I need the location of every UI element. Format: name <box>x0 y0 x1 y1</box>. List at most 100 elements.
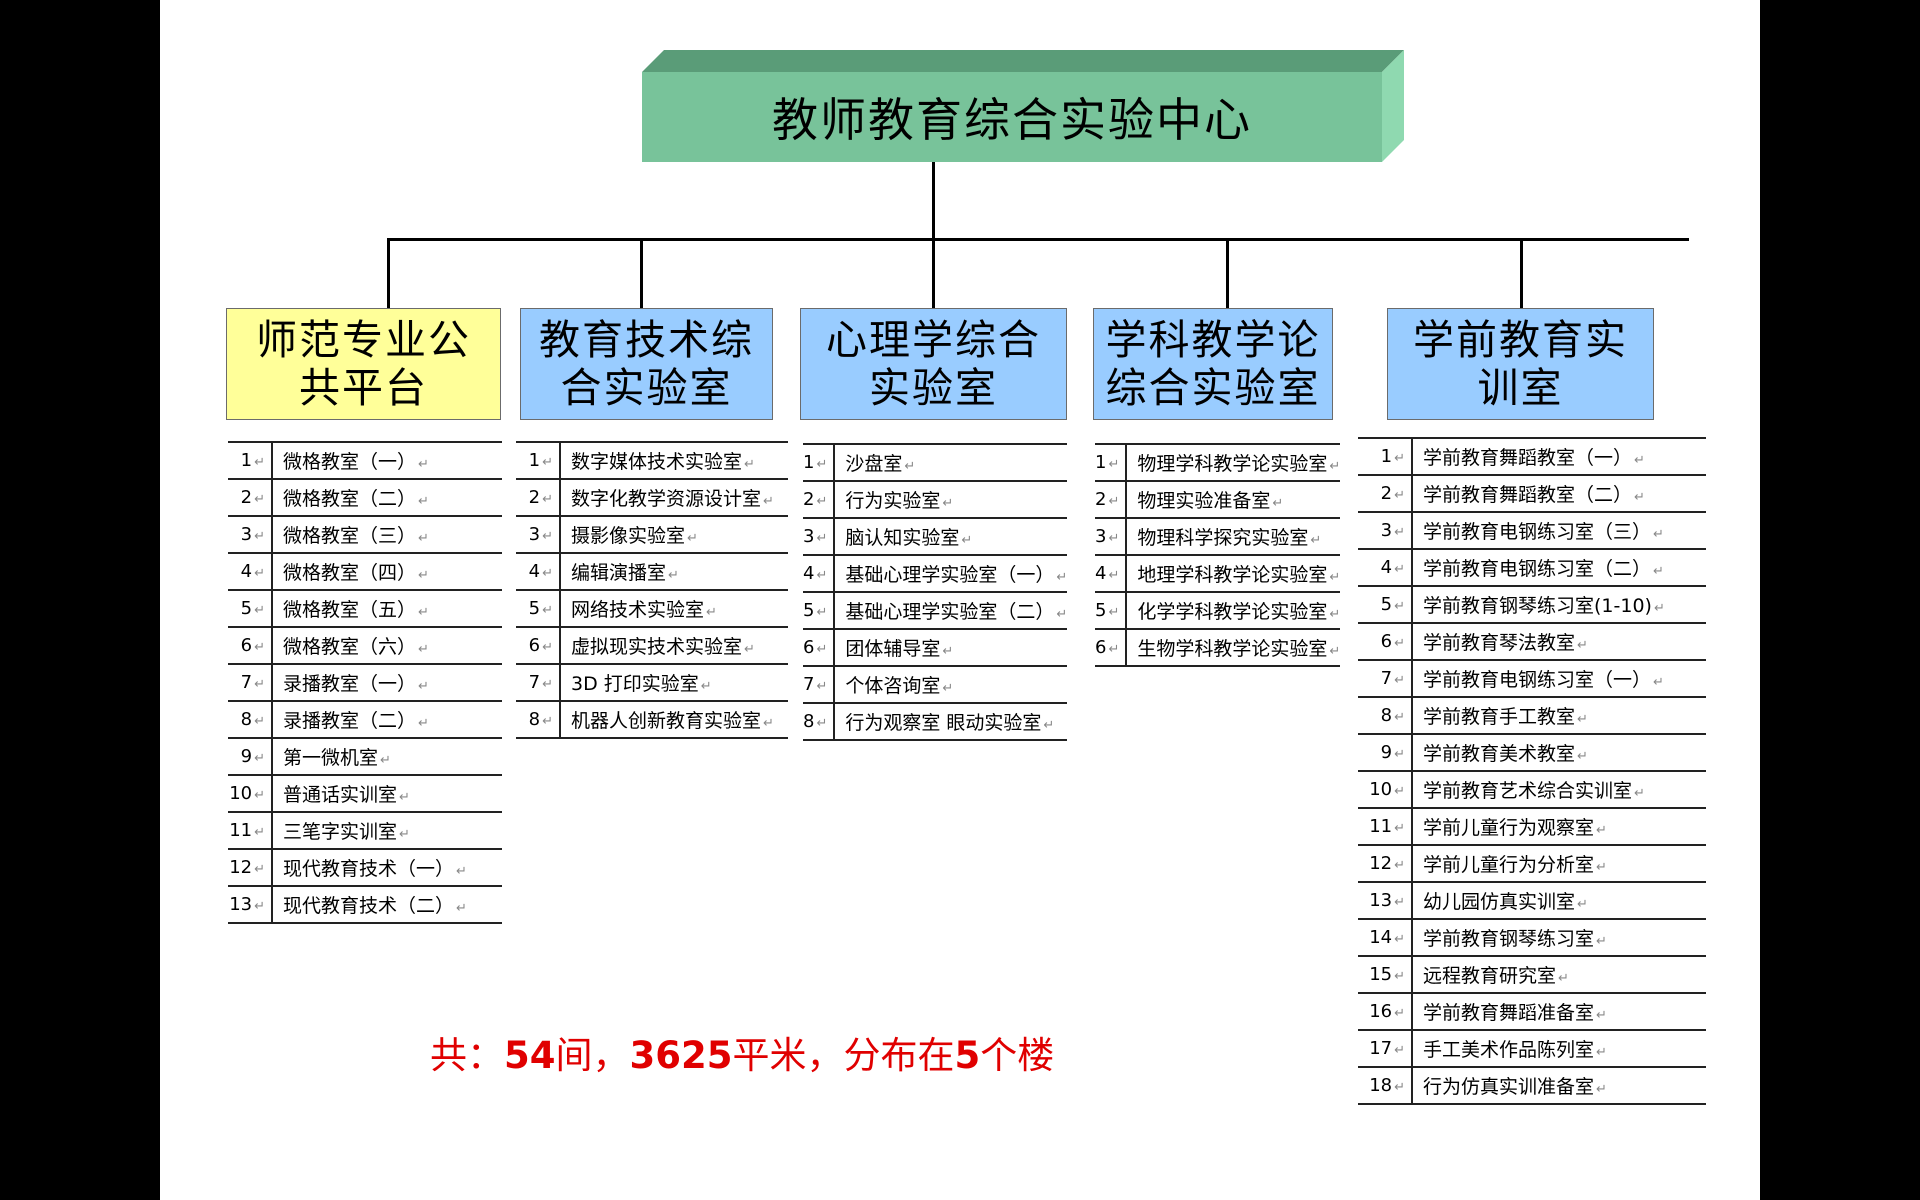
return-mark-icon: ↵ <box>706 605 717 620</box>
room-number: 8↵ <box>803 703 836 741</box>
room-name: 微格教室（五）↵ <box>272 590 502 628</box>
room-name: 个体咨询室↵ <box>834 666 1068 704</box>
return-mark-icon: ↵ <box>1596 1082 1607 1097</box>
return-mark-icon: ↵ <box>1577 638 1588 653</box>
room-row: 13↵现代教育技术（二）↵ <box>228 886 502 924</box>
return-mark-icon: ↵ <box>763 494 774 509</box>
room-number: 2↵ <box>516 479 561 517</box>
room-name: 学前教育琴法教室↵ <box>1412 623 1706 661</box>
return-mark-icon: ↵ <box>1394 1006 1405 1021</box>
room-name: 学前教育舞蹈教室（二）↵ <box>1412 475 1706 513</box>
room-row: 13↵幼儿园仿真实训室↵ <box>1358 882 1706 920</box>
summary-building-count: 5 <box>954 1034 981 1077</box>
return-mark-icon: ↵ <box>380 753 391 768</box>
room-name: 物理实验准备室↵ <box>1126 481 1341 519</box>
return-mark-icon: ↵ <box>700 679 712 694</box>
room-name: 基础心理学实验室（二）↵ <box>834 592 1068 630</box>
return-mark-icon: ↵ <box>254 603 265 618</box>
room-name: 学前教育艺术综合实训室↵ <box>1412 771 1706 809</box>
return-mark-icon: ↵ <box>542 640 553 655</box>
return-mark-icon: ↵ <box>1108 494 1120 509</box>
room-name: 学前教育美术教室↵ <box>1412 734 1706 772</box>
room-name: 团体辅导室↵ <box>834 629 1068 667</box>
room-row: 7↵3D 打印实验室↵ <box>516 664 788 702</box>
room-number: 6↵ <box>1095 629 1128 667</box>
return-mark-icon: ↵ <box>816 531 828 546</box>
room-name: 生物学科教学论实验室↵ <box>1126 629 1341 667</box>
return-mark-icon: ↵ <box>1394 858 1405 873</box>
room-row: 5↵微格教室（五）↵ <box>228 590 502 628</box>
return-mark-icon: ↵ <box>687 531 698 546</box>
return-mark-icon: ↵ <box>1329 607 1341 622</box>
room-row: 8↵学前教育手工教室↵ <box>1358 697 1706 735</box>
return-mark-icon: ↵ <box>456 901 467 916</box>
room-name: 学前教育电钢练习室（一）↵ <box>1412 660 1706 698</box>
room-row: 5↵化学学科教学论实验室↵ <box>1095 592 1341 630</box>
room-number: 1↵ <box>228 441 273 480</box>
room-number: 5↵ <box>1095 592 1128 630</box>
room-name: 微格教室（一）↵ <box>272 441 502 480</box>
return-mark-icon: ↵ <box>816 605 828 620</box>
return-mark-icon: ↵ <box>1394 710 1405 725</box>
return-mark-icon: ↵ <box>418 679 429 694</box>
return-mark-icon: ↵ <box>1394 562 1405 577</box>
room-row: 3↵物理科学探究实验室↵ <box>1095 518 1341 556</box>
return-mark-icon: ↵ <box>1394 673 1405 688</box>
room-row: 1↵沙盘室↵ <box>803 443 1068 482</box>
room-name: 学前教育电钢练习室（二）↵ <box>1412 549 1706 587</box>
room-number: 4↵ <box>1358 549 1413 587</box>
room-table-subject-teaching: 1↵物理学科教学论实验室↵2↵物理实验准备室↵3↵物理科学探究实验室↵4↵地理学… <box>1095 443 1341 667</box>
connector-branch-1 <box>387 238 390 308</box>
room-number: 12↵ <box>1358 845 1413 883</box>
return-mark-icon: ↵ <box>254 788 265 803</box>
return-mark-icon: ↵ <box>542 492 553 507</box>
return-mark-icon: ↵ <box>816 494 828 509</box>
room-name: 机器人创新教育实验室↵ <box>560 701 788 739</box>
room-number: 2↵ <box>803 481 836 519</box>
room-number: 9↵ <box>228 738 273 776</box>
title-block-top <box>642 50 1404 72</box>
room-table-preschool: 1↵学前教育舞蹈教室（一）↵2↵学前教育舞蹈教室（二）↵3↵学前教育电钢练习室（… <box>1358 437 1706 1105</box>
return-mark-icon: ↵ <box>816 457 828 472</box>
return-mark-icon: ↵ <box>816 568 828 583</box>
room-row: 17↵手工美术作品陈列室↵ <box>1358 1030 1706 1068</box>
room-name: 学前教育电钢练习室（三）↵ <box>1412 512 1706 550</box>
room-row: 6↵虚拟现实技术实验室↵ <box>516 627 788 665</box>
return-mark-icon: ↵ <box>1329 570 1341 585</box>
room-number: 16↵ <box>1358 993 1413 1031</box>
return-mark-icon: ↵ <box>254 640 265 655</box>
return-mark-icon: ↵ <box>542 677 553 692</box>
room-row: 4↵学前教育电钢练习室（二）↵ <box>1358 549 1706 587</box>
room-row: 2↵学前教育舞蹈教室（二）↵ <box>1358 475 1706 513</box>
return-mark-icon: ↵ <box>1596 1008 1607 1023</box>
room-name: 数字媒体技术实验室↵ <box>560 441 788 480</box>
return-mark-icon: ↵ <box>254 566 265 581</box>
room-name: 微格教室（二）↵ <box>272 479 502 517</box>
return-mark-icon: ↵ <box>542 529 553 544</box>
return-mark-icon: ↵ <box>744 457 755 472</box>
room-number: 14↵ <box>1358 919 1413 957</box>
room-row: 11↵学前儿童行为观察室↵ <box>1358 808 1706 846</box>
room-row: 15↵远程教育研究室↵ <box>1358 956 1706 994</box>
room-number: 3↵ <box>228 516 273 554</box>
room-number: 13↵ <box>1358 882 1413 920</box>
room-row: 8↵录播教室（二）↵ <box>228 701 502 739</box>
room-number: 2↵ <box>1358 475 1413 513</box>
room-number: 11↵ <box>228 812 273 850</box>
room-number: 2↵ <box>228 479 273 517</box>
room-row: 1↵微格教室（一）↵ <box>228 441 502 480</box>
room-number: 4↵ <box>1095 555 1128 593</box>
return-mark-icon: ↵ <box>1634 786 1645 801</box>
room-name: 化学学科教学论实验室↵ <box>1126 592 1341 630</box>
room-number: 6↵ <box>803 629 836 667</box>
connector-branch-2 <box>640 238 643 308</box>
room-number: 11↵ <box>1358 808 1413 846</box>
room-number: 6↵ <box>516 627 561 665</box>
room-row: 5↵网络技术实验室↵ <box>516 590 788 628</box>
category-box-preschool: 学前教育实训室 <box>1387 308 1654 420</box>
room-table-psychology: 1↵沙盘室↵2↵行为实验室↵3↵脑认知实验室↵4↵基础心理学实验室（一）↵5↵基… <box>803 443 1068 741</box>
return-mark-icon: ↵ <box>816 679 828 694</box>
return-mark-icon: ↵ <box>1394 784 1405 799</box>
room-row: 7↵个体咨询室↵ <box>803 666 1068 704</box>
room-number: 3↵ <box>1358 512 1413 550</box>
